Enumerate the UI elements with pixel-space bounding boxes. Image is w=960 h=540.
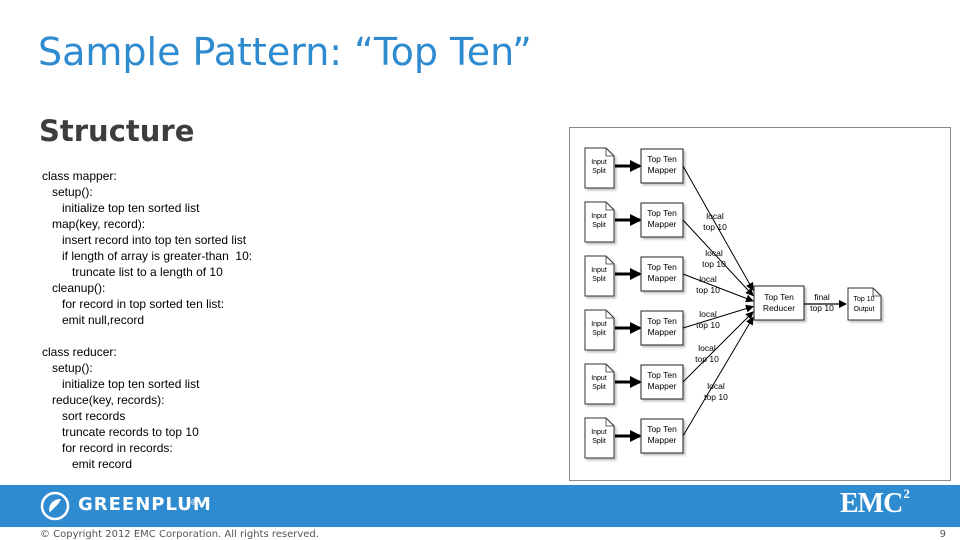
mapper-label-line2: Mapper (648, 381, 677, 391)
input-split-document-icon (584, 309, 615, 351)
code-line: class mapper: (42, 169, 117, 183)
slide-subtitle: Structure (39, 114, 195, 148)
copyright-text: © Copyright 2012 EMC Corporation. All ri… (40, 529, 319, 540)
code-line: cleanup(): (42, 281, 106, 295)
mapper-box (640, 256, 684, 292)
output-label-line2: Output (853, 306, 874, 313)
mapper-label-line1: Top Ten (647, 424, 677, 434)
greenplum-logo-icon (40, 491, 70, 521)
input-label-line1: Input (591, 321, 607, 328)
mapper-label-line1: Top Ten (647, 370, 677, 380)
output-document-icon (847, 287, 882, 321)
code-line: setup(): (42, 361, 93, 375)
input-label-line2: Split (592, 168, 606, 175)
local-top10-label-line2: top 10 (703, 222, 727, 232)
emc-superscript: 2 (903, 486, 909, 501)
local-top10-label-line1: local (698, 343, 716, 353)
input-label-line1: Input (591, 159, 607, 166)
local-top10-label-line1: local (699, 274, 717, 284)
mapper-label-line1: Top Ten (647, 208, 677, 218)
local-top10-label-line2: top 10 (696, 320, 720, 330)
reducer-box (753, 285, 805, 321)
mapper-label-line1: Top Ten (647, 316, 677, 326)
mapper-label-line2: Mapper (648, 327, 677, 337)
input-label-line1: Input (591, 267, 607, 274)
mapper-to-reducer-arrow (682, 304, 754, 329)
pseudocode-block: class mapper: setup(): initialize top te… (42, 168, 542, 472)
mapper-to-reducer-arrow (682, 219, 754, 297)
input-label-line2: Split (592, 384, 606, 391)
greenplum-trademark: ® (190, 498, 198, 507)
mapper-label-line2: Mapper (648, 219, 677, 229)
input-label-line2: Split (592, 276, 606, 283)
input-split-document-icon (584, 363, 615, 405)
mapper-to-reducer-arrow (682, 311, 754, 383)
local-top10-label-line2: top 10 (695, 354, 719, 364)
code-line: truncate records to top 10 (42, 425, 199, 439)
code-line: truncate list to a length of 10 (42, 265, 223, 279)
input-label-line1: Input (591, 375, 607, 382)
local-top10-label-line1: local (699, 309, 717, 319)
final-label-line2: top 10 (810, 303, 834, 313)
code-line: class reducer: (42, 345, 117, 359)
mapper-label-line2: Mapper (648, 273, 677, 283)
input-label-line1: Input (591, 429, 607, 436)
mapper-label-line1: Top Ten (647, 154, 677, 164)
emc-text: EMC (840, 488, 903, 519)
local-top10-label-line2: top 10 (696, 285, 720, 295)
local-top10-label-line2: top 10 (702, 259, 726, 269)
local-top10-label-line1: local (706, 211, 724, 221)
page-number: 9 (939, 529, 946, 540)
mapper-label-line1: Top Ten (647, 262, 677, 272)
mapper-to-reducer-arrow (682, 165, 754, 291)
input-label-line2: Split (592, 438, 606, 445)
footer-bar (0, 485, 960, 527)
final-label-line1: final (814, 292, 830, 302)
mapper-label-line2: Mapper (648, 165, 677, 175)
input-label-line2: Split (592, 222, 606, 229)
input-split-document-icon (584, 147, 615, 189)
code-line: for record in records: (42, 441, 173, 455)
mapper-label-line2: Mapper (648, 435, 677, 445)
slide-title: Sample Pattern: “Top Ten” (38, 30, 532, 74)
greenplum-brand: GREENPLUM (78, 494, 212, 515)
reducer-label-line1: Top Ten (764, 292, 794, 302)
mapper-box (640, 202, 684, 238)
input-label-line2: Split (592, 330, 606, 337)
output-label-line1: Top 10 (853, 296, 874, 303)
code-line: setup(): (42, 185, 93, 199)
local-top10-label-line1: local (707, 381, 725, 391)
mapper-box (640, 148, 684, 184)
local-top10-label-line2: top 10 (704, 392, 728, 402)
input-split-document-icon (584, 201, 615, 243)
local-top10-label-line1: local (705, 248, 723, 258)
mapper-box (640, 310, 684, 346)
code-line: map(key, record): (42, 217, 146, 231)
code-line (42, 328, 542, 344)
input-label-line1: Input (591, 213, 607, 220)
code-line: initialize top ten sorted list (42, 377, 200, 391)
mapper-to-reducer-arrow (682, 316, 754, 437)
code-line: reduce(key, records): (42, 393, 165, 407)
code-line: sort records (42, 409, 126, 423)
code-line: emit record (42, 457, 133, 471)
code-line: for record in top sorted ten list: (42, 297, 225, 311)
input-split-document-icon (584, 255, 615, 297)
input-split-document-icon (584, 417, 615, 459)
code-line: insert record into top ten sorted list (42, 233, 247, 247)
mapper-to-reducer-arrow (682, 273, 754, 303)
code-line: initialize top ten sorted list (42, 201, 200, 215)
reducer-label-line2: Reducer (763, 303, 795, 313)
emc-logo: EMC2 (840, 486, 910, 520)
mapper-box (640, 364, 684, 400)
code-line: if length of array is greater-than 10: (42, 249, 253, 263)
code-line: emit null,record (42, 313, 145, 327)
